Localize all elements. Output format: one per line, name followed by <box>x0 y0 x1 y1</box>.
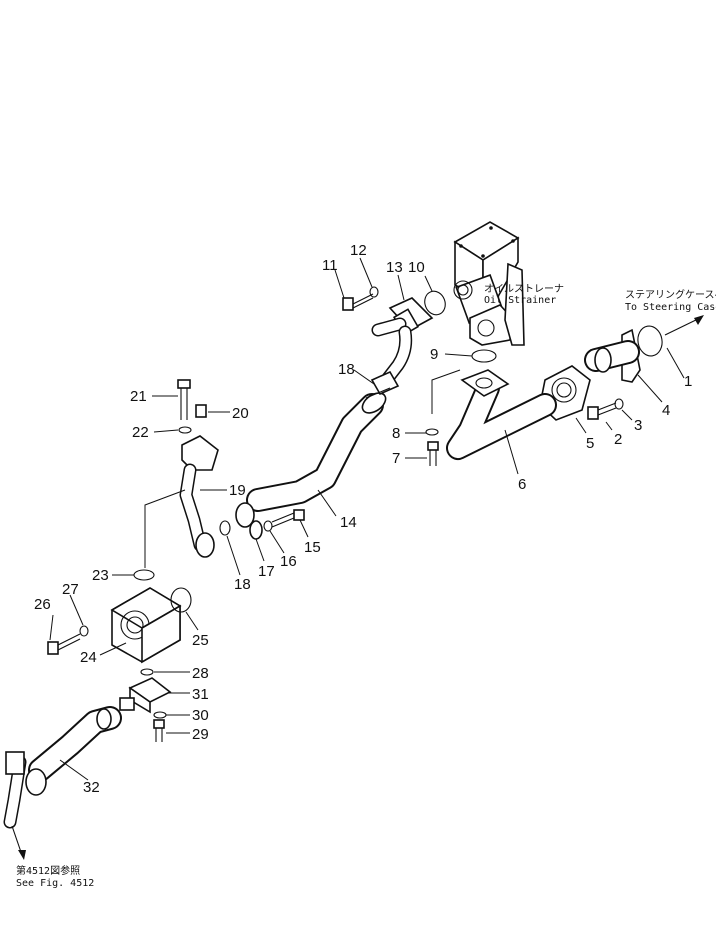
label-1: 1 <box>684 373 692 390</box>
steering-note-en: To Steering Case <box>625 302 716 313</box>
o-ring-28 <box>140 668 154 676</box>
flange-18-top <box>365 370 400 399</box>
bolt-21 <box>177 379 191 420</box>
strainer-note-jp: オイルストレーナ <box>484 283 564 295</box>
label-13: 13 <box>386 259 403 276</box>
leader-lines <box>49 257 685 781</box>
washer-16 <box>263 520 273 532</box>
bolt-2 <box>587 402 617 420</box>
label-16: 16 <box>280 553 297 570</box>
label-30: 30 <box>192 707 209 724</box>
washer-17 <box>249 520 263 540</box>
label-18-low: 18 <box>234 576 251 593</box>
o-ring-1 <box>637 325 663 357</box>
o-ring-23 <box>133 569 155 581</box>
label-18-top: 18 <box>338 361 355 378</box>
label-27: 27 <box>62 581 79 598</box>
label-21: 21 <box>130 388 147 405</box>
o-ring-25 <box>170 587 192 613</box>
washer-22 <box>178 426 192 434</box>
label-7: 7 <box>392 450 400 467</box>
see-fig-arrow <box>11 825 26 860</box>
annotations: ステアリングケースへ To Steering Case オイルストレーナ Oil… <box>16 283 716 889</box>
label-11: 11 <box>322 257 338 274</box>
label-17: 17 <box>258 563 275 580</box>
o-ring-9 <box>471 349 497 363</box>
label-12: 12 <box>350 242 367 259</box>
label-5: 5 <box>586 435 594 452</box>
pipe-19 <box>179 435 219 558</box>
bolt-7 <box>427 441 439 466</box>
label-2: 2 <box>614 431 622 448</box>
elbow-13 <box>371 297 434 385</box>
bolt-29 <box>153 719 165 742</box>
label-8: 8 <box>392 425 400 442</box>
label-14: 14 <box>340 514 357 531</box>
bolt-15 <box>271 509 305 528</box>
washer-8 <box>425 428 439 436</box>
label-25: 25 <box>192 632 209 649</box>
washer-27 <box>79 625 89 637</box>
label-19: 19 <box>229 482 246 499</box>
callout-labels: 1 2 3 4 5 6 7 8 9 10 11 12 13 14 15 16 1… <box>34 242 692 796</box>
flange-31 <box>119 677 172 714</box>
label-4: 4 <box>662 402 670 419</box>
plug-20 <box>195 404 207 418</box>
label-22: 22 <box>132 424 149 441</box>
label-15: 15 <box>304 539 321 556</box>
see-fig-note-jp: 第4512図参照 <box>16 864 80 877</box>
label-3: 3 <box>634 417 642 434</box>
label-6: 6 <box>518 476 526 493</box>
washer-30 <box>153 711 167 719</box>
label-24: 24 <box>80 649 97 666</box>
pipe-32 <box>3 706 122 829</box>
label-26: 26 <box>34 596 51 613</box>
pipe-6 <box>446 369 557 460</box>
washer-3 <box>614 398 624 410</box>
steering-arrow <box>664 315 704 336</box>
label-32: 32 <box>83 779 100 796</box>
label-23: 23 <box>92 567 109 584</box>
pipe-14 <box>235 392 387 528</box>
o-ring-10 <box>424 290 446 316</box>
label-31: 31 <box>192 686 209 703</box>
label-29: 29 <box>192 726 209 743</box>
label-20: 20 <box>232 405 249 422</box>
bolt-11 <box>342 293 374 311</box>
flange-4 <box>584 328 641 383</box>
steering-note-jp: ステアリングケースへ <box>625 288 716 301</box>
pump-24 <box>110 587 182 664</box>
label-10: 10 <box>408 259 425 276</box>
see-fig-note-en: See Fig. 4512 <box>16 878 94 889</box>
o-ring-18-low <box>219 520 231 536</box>
oil-strainer <box>453 221 525 346</box>
bolt-26 <box>47 633 81 655</box>
label-9: 9 <box>430 346 438 363</box>
washer-12 <box>369 286 379 298</box>
label-28: 28 <box>192 665 209 682</box>
strainer-note-en: Oil Strainer <box>484 295 556 306</box>
